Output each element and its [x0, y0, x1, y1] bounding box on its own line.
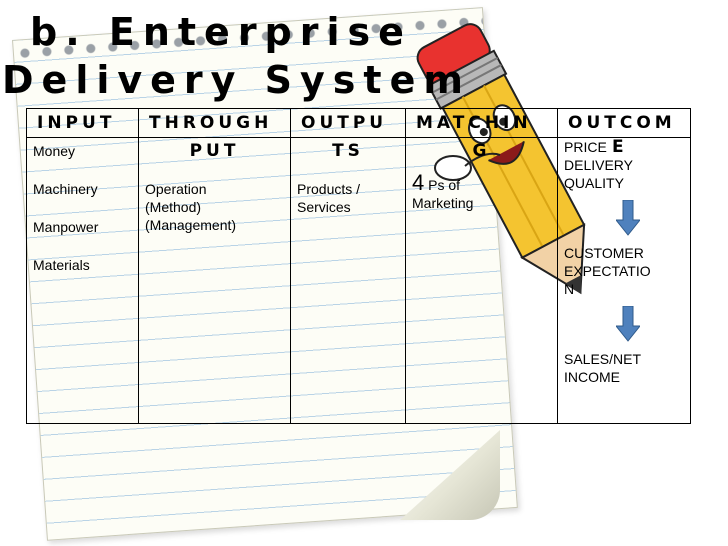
- header-outcome: OUTCOM: [557, 108, 691, 138]
- outcome-sales: SALES/NET: [564, 351, 642, 367]
- throughput-method: (Method): [145, 199, 202, 215]
- outcome-expectation: EXPECTATIO: [564, 263, 651, 279]
- throughput-management: (Management): [145, 217, 237, 233]
- header-outputs: OUTPU: [290, 108, 406, 138]
- throughput-operation: Operation: [145, 181, 207, 197]
- cell-matching: G 4 Ps of Marketing: [405, 137, 558, 424]
- matching-number: 4: [412, 170, 425, 195]
- header-throughput: THROUGH: [138, 108, 291, 138]
- outcome-expectation-n: N: [564, 281, 575, 297]
- delivery-system-table: INPUT THROUGH OUTPU MATCHIN OUTCOM Money…: [26, 108, 691, 424]
- cell-input: Money Machinery Manpower Materials: [26, 137, 139, 424]
- header-input: INPUT: [26, 108, 139, 138]
- header-matching-cont: G: [472, 141, 491, 161]
- cell-outcome: E PRICE DELIVERY QUALITY CUSTOMER EXPECT…: [557, 137, 691, 424]
- matching-line: 4 Ps of: [412, 172, 551, 194]
- matching-text1: Ps of: [428, 177, 461, 193]
- outcome-quality: QUALITY: [564, 175, 624, 191]
- body-row: Money Machinery Manpower Materials PUT O…: [26, 137, 691, 424]
- outcome-income: INCOME: [564, 369, 620, 385]
- header-throughput-cont: PUT: [189, 141, 240, 161]
- input-machinery: Machinery: [33, 181, 98, 197]
- input-manpower: Manpower: [33, 219, 99, 235]
- header-matching: MATCHIN: [405, 108, 558, 138]
- cell-outputs: TS Products / Services: [290, 137, 406, 424]
- down-arrow-icon: [616, 200, 640, 236]
- slide-title: b. Enterprise Delivery System: [2, 8, 471, 104]
- input-materials: Materials: [33, 257, 90, 273]
- outcome-price: PRICE: [564, 139, 607, 155]
- title-line-2: Delivery System: [2, 58, 471, 102]
- outcome-delivery: DELIVERY: [564, 157, 633, 173]
- title-line-1: b. Enterprise: [30, 10, 412, 54]
- down-arrow-icon: [616, 306, 640, 342]
- outputs-products: Products /: [297, 181, 361, 197]
- cell-throughput: PUT Operation (Method) (Management): [138, 137, 291, 424]
- outputs-services: Services: [297, 199, 351, 215]
- header-outputs-cont: TS: [332, 141, 364, 161]
- input-money: Money: [33, 143, 76, 159]
- header-row: INPUT THROUGH OUTPU MATCHIN OUTCOM: [26, 108, 691, 138]
- matching-text2: Marketing: [412, 195, 474, 211]
- outcome-customer: CUSTOMER: [564, 245, 644, 261]
